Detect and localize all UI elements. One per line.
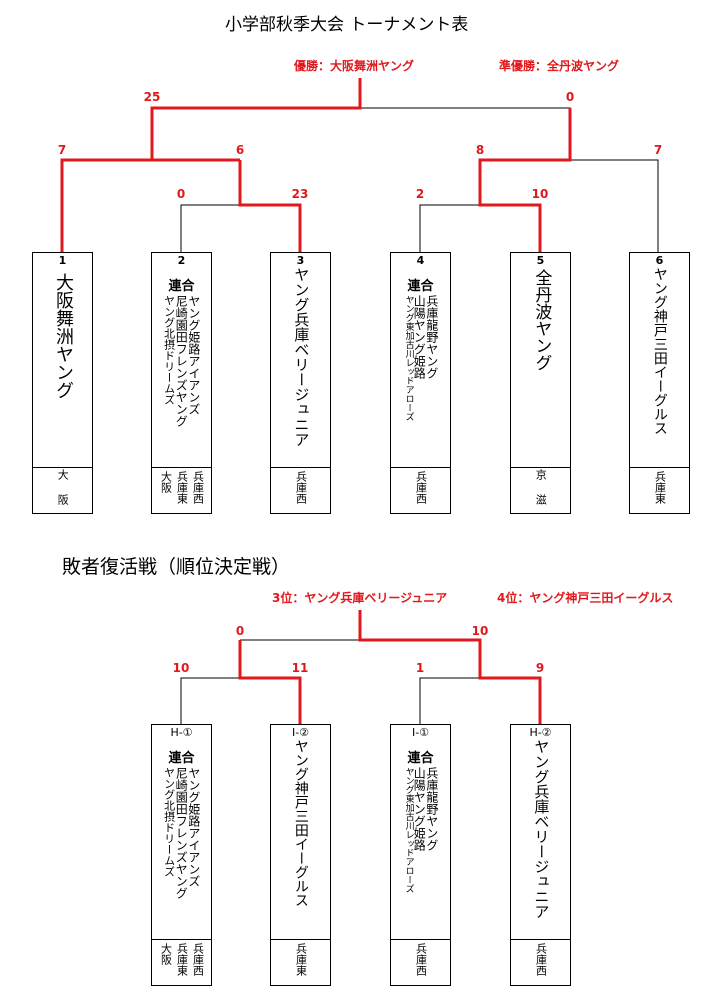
seed-label: 5 [536, 254, 545, 267]
third-place-label: 3位：ヤング兵庫ベリージュニア [272, 591, 448, 605]
rengo-label: 連合 [407, 279, 434, 294]
team-box-4: 4 連合 兵庫龍野ヤング 山陽ヤング姫路 ヤング東加古川レッドアローズ 兵庫西 [390, 252, 451, 514]
cons-team-box-h2: H-② ヤング兵庫ベリージュニア 兵庫西 [510, 724, 571, 986]
team-box-6: 6 ヤング神戸三田イーグルス 兵庫東 [629, 252, 690, 514]
team-pref: 兵庫東 [294, 943, 308, 976]
cons-team-box-i1: I-① 連合 兵庫龍野ヤング 山陽ヤング姫路 ヤング東加古川レッドアローズ 兵庫… [390, 724, 451, 986]
main-bracket-red [60, 78, 572, 252]
member-team: ヤング東加古川レッドアローズ [403, 295, 414, 421]
member-team: ヤング姫路アイアンズ [186, 767, 201, 887]
team-box-2: 2 連合 ヤング姫路アイアンズ 尼崎園田フレンズヤング ヤング北摂ドリームズ 兵… [151, 252, 212, 514]
seed-label: 4 [416, 254, 425, 267]
team-name: ヤング神戸三田イーグルス [292, 739, 309, 907]
team-pref: 兵庫東 [175, 471, 189, 504]
cons-score-b-right: 9 [535, 661, 545, 675]
score-final-left: 25 [143, 90, 161, 104]
cons-bracket-red [238, 610, 542, 724]
team-pref: 兵庫西 [294, 471, 308, 504]
member-team: 兵庫龍野ヤング [424, 767, 439, 851]
member-team: ヤング北摂ドリームズ [162, 767, 176, 877]
cons-score-a-right: 11 [291, 661, 309, 675]
seed-label: I-① [411, 726, 430, 739]
cons-bracket-black [180, 639, 480, 724]
team-pref: 兵庫西 [414, 471, 428, 504]
team-pref: 兵庫東 [653, 471, 667, 504]
score-q1-left: 0 [176, 187, 186, 201]
cons-score-final-right: 10 [471, 624, 489, 638]
team-pref: 大阪 [159, 943, 173, 965]
score-semi-right-right: 7 [653, 143, 663, 157]
team-pref: 兵庫西 [534, 943, 548, 976]
team-name: 大阪舞洲ヤング [52, 273, 74, 399]
team-box-5: 5 全丹波ヤング 京滋 [510, 252, 571, 519]
score-q2-right: 10 [531, 187, 549, 201]
cons-team-box-i2: I-② ヤング神戸三田イーグルス 兵庫東 [270, 724, 331, 986]
seed-label: 2 [177, 254, 186, 267]
score-semi-left-left: 7 [57, 143, 67, 157]
team-box-3: 3 ヤング兵庫ベリージュニア 兵庫西 [270, 252, 331, 514]
cons-score-final-left: 0 [235, 624, 245, 638]
cons-team-box-h1: H-① 連合 ヤング姫路アイアンズ 尼崎園田フレンズヤング ヤング北摂ドリームズ… [151, 724, 212, 986]
seed-label: 1 [58, 254, 67, 267]
team-name: 全丹波ヤング [531, 269, 552, 371]
score-semi-right-left: 8 [475, 143, 485, 157]
cons-score-a-left: 10 [172, 661, 190, 675]
member-team: 尼崎園田フレンズヤング [174, 767, 189, 899]
main-title: 小学部秋季大会 トーナメント表 [225, 15, 469, 35]
rengo-label: 連合 [168, 751, 195, 766]
team-pref: 京滋 [534, 469, 548, 519]
score-q2-left: 2 [415, 187, 425, 201]
team-pref: 大阪 [159, 471, 173, 493]
team-name: ヤング神戸三田イーグルス [651, 267, 668, 435]
member-team: ヤング姫路アイアンズ [186, 295, 201, 415]
runner-up-label: 準優勝：全丹波ヤング [499, 59, 620, 73]
consolation-title: 敗者復活戦（順位決定戦） [62, 556, 291, 578]
cons-score-b-left: 1 [415, 661, 425, 675]
seed-label: 6 [655, 254, 664, 267]
score-q1-right: 23 [291, 187, 309, 201]
team-box-1: 1 大阪舞洲ヤング 大阪 [32, 252, 93, 519]
score-final-right: 0 [565, 90, 575, 104]
score-semi-left-right: 6 [235, 143, 245, 157]
main-bracket-black [180, 107, 659, 252]
rengo-label: 連合 [407, 751, 434, 766]
fourth-place-label: 4位：ヤング神戸三田イーグルス [497, 591, 674, 605]
team-name: ヤング兵庫ベリージュニア [532, 739, 551, 919]
team-pref: 大阪 [56, 469, 70, 519]
team-name: ヤング兵庫ベリージュニア [292, 267, 311, 447]
seed-label: H-② [529, 726, 552, 739]
team-pref: 兵庫東 [175, 943, 189, 976]
rengo-label: 連合 [168, 279, 195, 294]
member-team: ヤング北摂ドリームズ [162, 295, 176, 405]
seed-label: H-① [170, 726, 193, 739]
seed-label: I-② [291, 726, 310, 739]
member-team: ヤング東加古川レッドアローズ [403, 767, 414, 893]
seed-label: 3 [296, 254, 305, 267]
member-team: 山陽ヤング姫路 [412, 767, 427, 851]
member-team: 山陽ヤング姫路 [412, 295, 427, 379]
team-pref: 兵庫西 [191, 471, 205, 504]
member-team: 尼崎園田フレンズヤング [174, 295, 189, 427]
member-team: 兵庫龍野ヤング [424, 295, 439, 379]
champion-label: 優勝：大阪舞洲ヤング [294, 59, 415, 73]
team-pref: 兵庫西 [191, 943, 205, 976]
team-pref: 兵庫西 [414, 943, 428, 976]
